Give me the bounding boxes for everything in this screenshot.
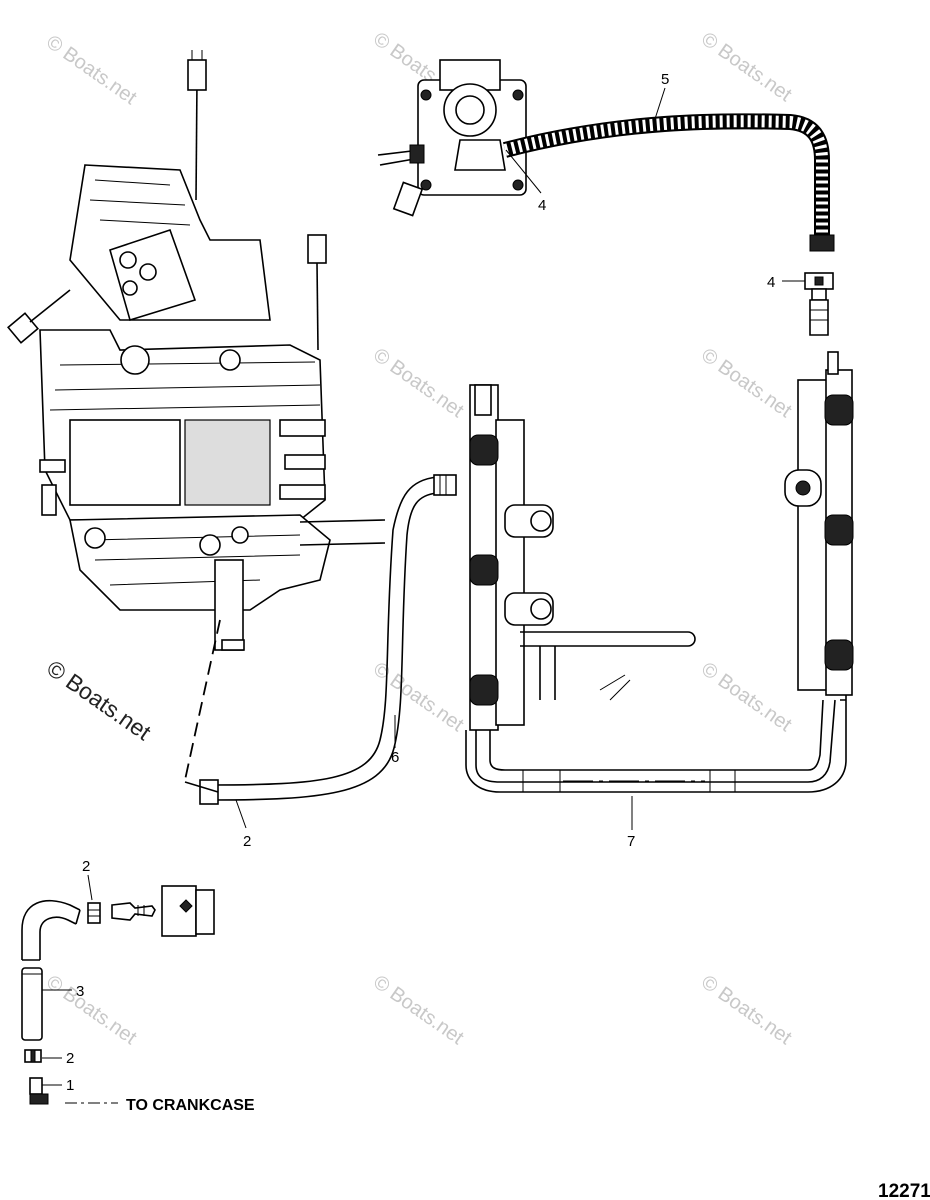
fuel-rail-right	[784, 351, 854, 696]
watermark: © Boats.net	[369, 344, 468, 422]
callout-6: 6	[391, 749, 399, 766]
connection-line	[184, 619, 221, 781]
detail-parts	[21, 885, 215, 1105]
callout-3: 3	[76, 983, 84, 1000]
watermark: © Boats.net	[697, 971, 796, 1049]
fuel-rail-left	[469, 384, 696, 731]
callout-1: 1	[66, 1077, 74, 1094]
to-crankcase-label: TO CRANKCASE	[126, 1097, 255, 1114]
fitting-detail	[804, 272, 834, 336]
watermark: © Boats.net	[369, 971, 468, 1049]
watermark: © Boats.net	[42, 31, 141, 109]
engine-block	[7, 50, 386, 651]
leader-lines	[42, 87, 805, 1086]
watermark-main: © Boats.net	[42, 655, 156, 746]
callout-7: 7	[627, 833, 635, 850]
callout-4-pump: 4	[538, 197, 546, 214]
callout-2: 2	[243, 833, 251, 850]
fuel-pump-assembly	[377, 59, 527, 217]
hose-7	[465, 695, 847, 793]
watermark: © Boats.net	[369, 658, 468, 736]
callouts: 5 4 4 6 2 7 2 3 2 1	[66, 71, 775, 1094]
watermark: © Boats.net	[697, 344, 796, 422]
watermark: © Boats.net	[697, 28, 796, 106]
callout-2-fitting: 2	[66, 1050, 74, 1067]
callout-4-fitting: 4	[767, 274, 775, 291]
braided-hose	[502, 113, 835, 252]
hose-6	[184, 474, 457, 805]
watermark: © Boats.net	[42, 971, 141, 1049]
watermark: © Boats.net	[697, 658, 796, 736]
figure-number: 12271	[878, 1181, 930, 1200]
callout-2-detail: 2	[82, 858, 90, 875]
callout-5: 5	[661, 71, 669, 88]
